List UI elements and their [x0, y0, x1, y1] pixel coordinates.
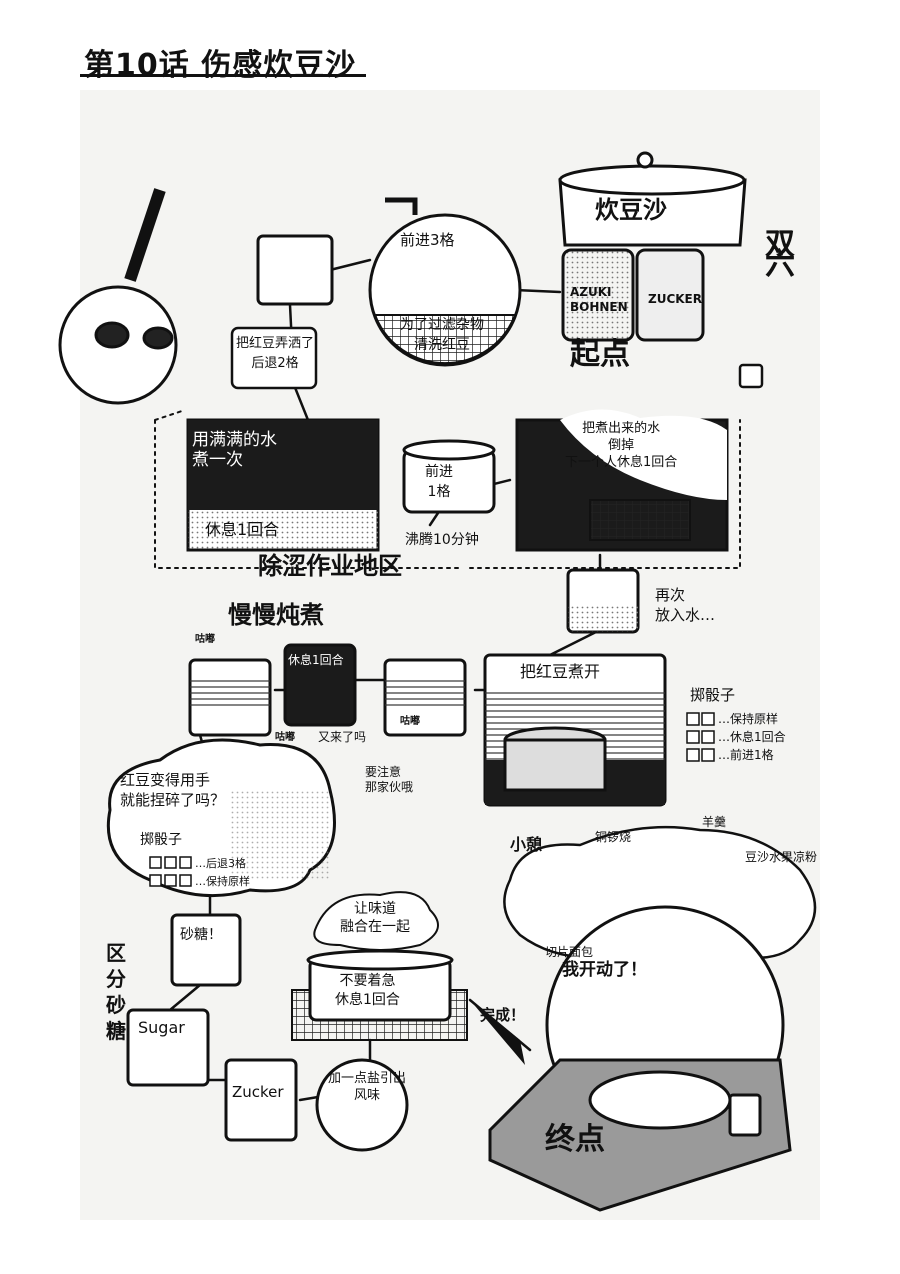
dice-result-table-2: [149, 856, 192, 887]
pour-water-label: 把煮出来的水 倒掉 下一个人休息1回合: [565, 421, 678, 470]
dice-stay-label: …保持原样: [718, 712, 779, 726]
boil-beans-label: 把红豆煮开: [520, 662, 601, 681]
page-title: 第10话 伤感炊豆沙: [84, 48, 357, 83]
dice-rest-label: …休息1回合: [718, 730, 786, 744]
gudu-label-1: 咕嘟: [195, 634, 215, 645]
dice-title-2: 掷骰子: [140, 832, 182, 848]
gudu-label-3: 咕嘟: [400, 716, 420, 727]
dice-result-table-1: [686, 712, 715, 762]
astringency-area-label: 除涩作业地区: [258, 552, 402, 580]
break-label: 小憩: [510, 835, 543, 854]
again-question-label: 又来了吗: [318, 730, 367, 744]
double-six-label: 双六: [765, 227, 795, 282]
rest-1-label-a: 休息1回合: [205, 520, 280, 539]
boil-10-label: 沸腾10分钟: [405, 532, 479, 548]
dice-title-1: 掷骰子: [690, 686, 736, 704]
sugar-zh-label: 砂糖！: [180, 927, 222, 943]
forward-1-label: 前进 1格: [425, 464, 453, 500]
itadakimasu-label: 我开动了！: [562, 960, 647, 980]
dice-forward-1-label: …前进1格: [718, 748, 774, 762]
start-label: 起点: [570, 337, 630, 372]
shiratama-label: 豆沙水果凉粉: [745, 850, 818, 864]
blend-flavor-label: 让味道 融合在一起: [340, 901, 410, 935]
careful-label: 要注意 那家伙哦: [365, 765, 414, 794]
title-underline: [80, 74, 366, 77]
yokan-label: 羊羹: [702, 815, 727, 829]
zucker-label: Zucker: [232, 1083, 284, 1101]
add-salt-label: 加一点盐引出 风味: [328, 1071, 407, 1103]
dice-icon: [738, 363, 764, 389]
sugar-split-label: 区 分 砂 糖: [106, 941, 126, 1043]
cooking-pot-icon: [402, 439, 496, 514]
dorayaki-label: 铜锣烧: [595, 830, 632, 844]
frying-pan-icon: [58, 188, 178, 405]
gudu-label-2: 咕嘟: [275, 732, 295, 743]
pot-label: 炊豆沙: [595, 196, 667, 224]
sugar-en-label: Sugar: [138, 1018, 185, 1037]
rest-1-label-b: 休息1回合: [288, 653, 344, 667]
azuki-jar-icon: [561, 248, 635, 342]
sugar-jar-icon: [635, 248, 705, 342]
toast-label: 切片面包: [545, 945, 594, 959]
wash-beans-label: 为了过滤杂物 清洗红豆: [400, 317, 484, 353]
goal-label: 终点: [545, 1122, 605, 1157]
crush-question-label: 红豆变得用手 就能捏碎了吗？: [120, 771, 226, 809]
spill-back-2-label: 把红豆弄洒了 后退2格: [236, 336, 315, 371]
slow-simmer-label: 慢慢炖煮: [228, 601, 324, 629]
dice-keep-label: …保持原样: [195, 875, 250, 888]
bean-pot-icon: [558, 151, 747, 247]
forward-3-label: 前进3格: [400, 231, 455, 249]
add-water-again-label: 再次 放入水…: [655, 586, 716, 624]
done-label: 完成！: [480, 1006, 526, 1024]
boil-full-water-label: 用满满的水 煮一次: [192, 430, 277, 470]
azuki-jar-label: AZUKI BOHNEN: [570, 285, 628, 314]
no-rush-label: 不要着急 休息1回合: [335, 973, 400, 1008]
zucker-jar-label: ZUCKER: [648, 292, 702, 306]
dice-back-3-label: …后退3格: [195, 857, 246, 870]
